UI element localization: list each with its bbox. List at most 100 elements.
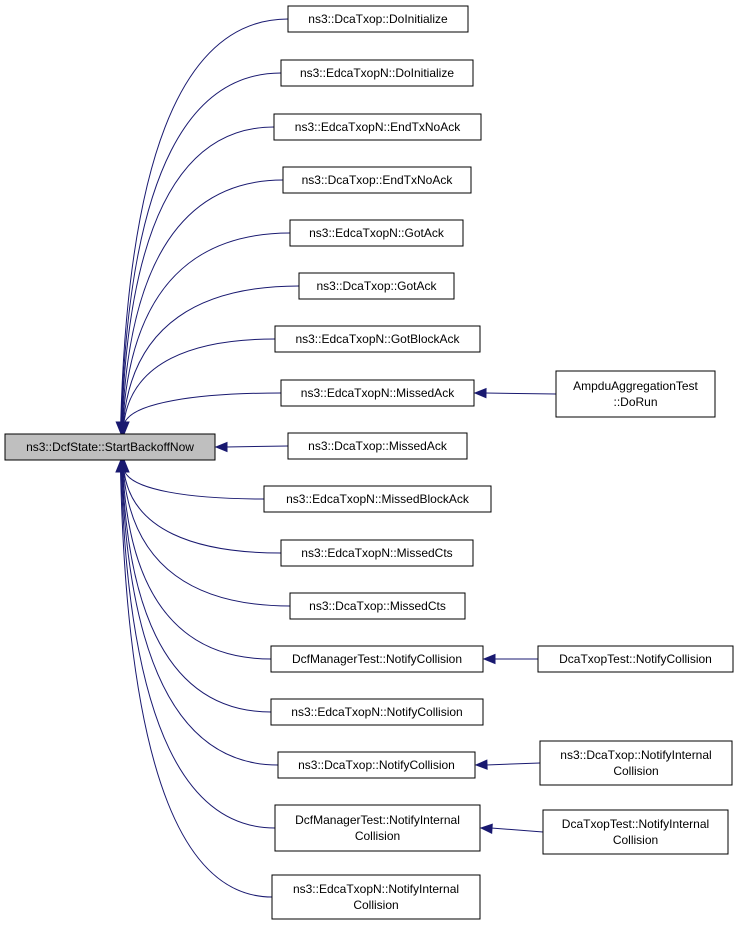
root-node-ns3-dcfstate-startbackoffnow[interactable]: ns3::DcfState::StartBackoffNow (4, 433, 216, 461)
node-label-line: ns3::DcaTxop::MissedCts (309, 599, 446, 613)
node-label-line: ns3::EdcaTxopN::GotBlockAck (295, 332, 460, 346)
node-label-line: DcfManagerTest::NotifyInternal (295, 813, 460, 827)
node-box (263, 485, 492, 513)
arrowhead-icon (119, 421, 130, 435)
node-label-line: Collision (355, 829, 400, 843)
node-box (4, 433, 216, 461)
arrowhead-icon (115, 459, 126, 473)
node-box (282, 166, 472, 194)
edge-n17-to-root (120, 470, 273, 898)
edge-n10-to-root (124, 470, 265, 500)
node-ns3-edcatxopn-gotblockack[interactable]: ns3::EdcaTxopN::GotBlockAck (274, 325, 481, 353)
node-label-line: ns3::DcaTxop::MissedAck (308, 439, 448, 453)
node-label-line: AmpduAggregationTest (573, 379, 698, 393)
node-ns3-dcatxop-endtxnoack[interactable]: ns3::DcaTxop::EndTxNoAck (282, 166, 472, 194)
edge-n1-to-root (120, 18, 289, 424)
node-box (298, 272, 455, 300)
node-label-line: ns3::DcfState::StartBackoffNow (26, 440, 194, 454)
node-label-line: ns3::EdcaTxopN::NotifyCollision (291, 705, 462, 719)
edge-n7-to-root (123, 338, 276, 424)
node-ns3-dcatxop-missedack[interactable]: ns3::DcaTxop::MissedAck (287, 432, 468, 460)
node-label-line: ns3::DcaTxop::NotifyCollision (298, 758, 455, 772)
node-box (274, 325, 481, 353)
edge-n3-to-root (121, 126, 275, 424)
node-box (270, 645, 484, 673)
node-label-line: ns3::EdcaTxopN::DoInitialize (300, 66, 454, 80)
node-box (537, 645, 734, 673)
node-ns3-edcatxopn-missedblockack[interactable]: ns3::EdcaTxopN::MissedBlockAck (263, 485, 492, 513)
edges-layer (115, 18, 557, 898)
node-box (273, 113, 482, 141)
node-label-line: Collision (613, 833, 658, 847)
edge-n16-to-root (120, 470, 276, 829)
node-label-line: DcfManagerTest::NotifyCollision (292, 652, 462, 666)
arrowhead-icon (473, 387, 487, 399)
node-label-line: ns3::EdcaTxopN::GotAck (309, 226, 445, 240)
node-ns3-dcatxop-missedcts[interactable]: ns3::DcaTxop::MissedCts (289, 592, 466, 620)
node-label-line: ns3::DcaTxop::DoInitialize (308, 12, 448, 26)
arrowhead-icon (474, 759, 488, 770)
node-ns3-dcatxop-notifycollision[interactable]: ns3::DcaTxop::NotifyCollision (277, 751, 476, 779)
node-box (287, 432, 468, 460)
edge-n13-to-root (122, 470, 272, 660)
node-box (280, 379, 475, 407)
node-ns3-edcatxopn-doinitialize[interactable]: ns3::EdcaTxopN::DoInitialize (280, 59, 474, 87)
node-label-line: ::DoRun (613, 395, 657, 409)
node-ns3-dcatxop-doinitialize[interactable]: ns3::DcaTxop::DoInitialize (287, 5, 469, 33)
node-box (270, 698, 484, 726)
node-box (280, 539, 474, 567)
node-label-line: ns3::EdcaTxopN::EndTxNoAck (295, 120, 461, 134)
edge-m8-to-n8 (484, 392, 557, 395)
node-ns3-edcatxopn-missedack[interactable]: ns3::EdcaTxopN::MissedAck (280, 379, 475, 407)
edge-n15-to-root (121, 470, 279, 766)
arrowhead-icon (482, 653, 496, 665)
node-box (271, 874, 481, 920)
node-box (289, 592, 466, 620)
edge-n6-to-root (122, 285, 300, 424)
node-label-line: ns3::EdcaTxopN::MissedAck (301, 386, 455, 400)
node-label-line: Collision (613, 764, 658, 778)
node-ns3-dcatxop-gotack[interactable]: ns3::DcaTxop::GotAck (298, 272, 455, 300)
node-label-line: ns3::EdcaTxopN::MissedBlockAck (286, 492, 470, 506)
node-label-line: ns3::DcaTxop::EndTxNoAck (302, 173, 454, 187)
edge-m16-to-n16 (490, 827, 544, 833)
node-ns3-edcatxopn-missedcts[interactable]: ns3::EdcaTxopN::MissedCts (280, 539, 474, 567)
edge-n12-to-root (122, 470, 291, 607)
node-ns3-edcatxopn-endtxnoack[interactable]: ns3::EdcaTxopN::EndTxNoAck (273, 113, 482, 141)
nodes-layer: ns3::DcfState::StartBackoffNowns3::DcaTx… (4, 5, 734, 920)
edge-n14-to-root (121, 470, 272, 713)
node-label-line: DcaTxopTest::NotifyInternal (562, 817, 709, 831)
node-dcatxoptest-notifycollision[interactable]: DcaTxopTest::NotifyCollision (537, 645, 734, 673)
node-ns3-edcatxopn-notifycollision[interactable]: ns3::EdcaTxopN::NotifyCollision (270, 698, 484, 726)
node-label-line: DcaTxopTest::NotifyCollision (559, 652, 712, 666)
node-label-line: Collision (353, 898, 398, 912)
node-box (277, 751, 476, 779)
edge-n11-to-root (123, 470, 282, 554)
node-label-line: ns3::DcaTxop::GotAck (316, 279, 437, 293)
edge-n8-to-root (123, 392, 282, 424)
node-box (539, 740, 733, 786)
node-label-line: ns3::EdcaTxopN::MissedCts (301, 546, 452, 560)
arrowhead-icon (479, 823, 493, 834)
node-dcfmanagertest-notifycollision[interactable]: DcfManagerTest::NotifyCollision (270, 645, 484, 673)
node-box (289, 219, 464, 247)
node-box (555, 370, 716, 418)
node-ns3-edcatxopn-gotack[interactable]: ns3::EdcaTxopN::GotAck (289, 219, 464, 247)
node-ampduaggregationtest-dorun[interactable]: AmpduAggregationTest::DoRun (555, 370, 716, 418)
arrowhead-icon (214, 441, 228, 453)
edge-n4-to-root (121, 179, 284, 424)
node-box (274, 804, 481, 852)
node-box (287, 5, 469, 33)
node-label-line: ns3::DcaTxop::NotifyInternal (560, 748, 711, 762)
edge-n2-to-root (120, 72, 282, 424)
node-label-line: ns3::EdcaTxopN::NotifyInternal (293, 882, 459, 896)
edge-m15-to-n15 (485, 762, 541, 766)
edge-n9-to-root (225, 445, 289, 448)
edge-n5-to-root (122, 232, 291, 424)
node-box (542, 809, 729, 855)
